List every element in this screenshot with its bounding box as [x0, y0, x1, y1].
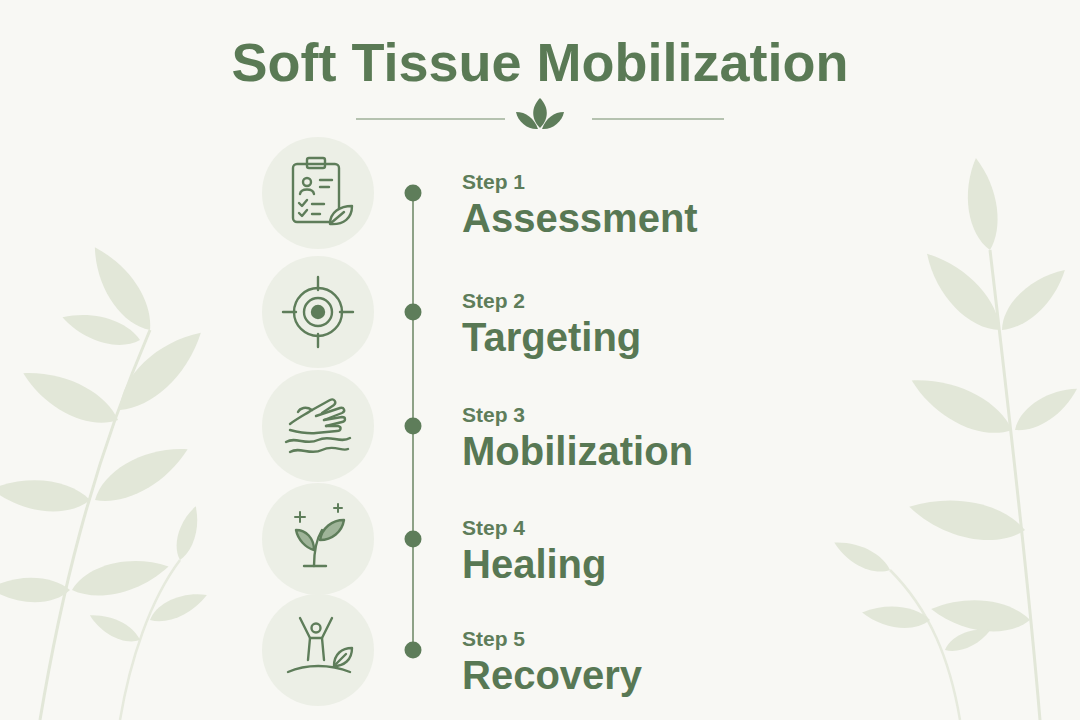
sprout-icon: [295, 504, 344, 566]
step-name: Mobilization: [462, 431, 693, 471]
foliage-right: [830, 156, 1080, 720]
timeline: [405, 185, 422, 659]
step-name: Targeting: [462, 317, 641, 357]
step-number: Step 5: [462, 628, 525, 649]
target-icon: [283, 277, 353, 347]
icon-circles: [262, 137, 374, 706]
step-name: Recovery: [462, 655, 642, 695]
title-divider: [356, 98, 724, 129]
step-number: Step 2: [462, 290, 525, 311]
foliage-left: [0, 238, 214, 720]
step-number: Step 4: [462, 517, 525, 538]
step-name: Assessment: [462, 198, 698, 238]
step-number: Step 3: [462, 404, 525, 425]
clipboard-icon: [293, 158, 352, 224]
step-number: Step 1: [462, 171, 525, 192]
hand-icon: [286, 399, 350, 452]
diagram-title: Soft Tissue Mobilization: [231, 35, 848, 89]
step-name: Healing: [462, 544, 606, 584]
person-icon: [288, 618, 352, 672]
